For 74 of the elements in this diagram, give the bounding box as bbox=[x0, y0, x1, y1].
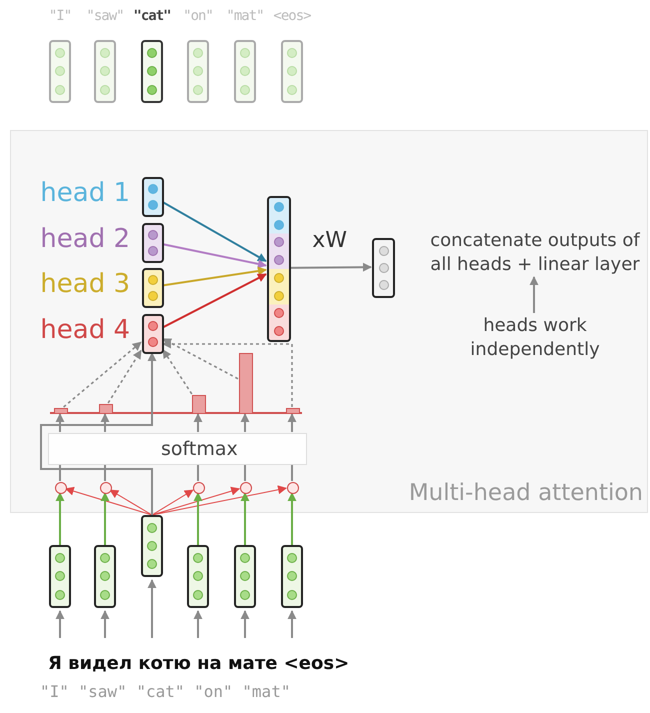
panel-title: Multi-head attention bbox=[408, 480, 643, 506]
connector-line bbox=[104, 464, 106, 481]
connector-line bbox=[197, 464, 199, 481]
arrow bbox=[240, 492, 250, 545]
attention-weight-bar bbox=[54, 408, 68, 414]
head-label: head 4 bbox=[40, 315, 130, 345]
word-label: "I" bbox=[48, 8, 72, 24]
arrow bbox=[288, 413, 296, 432]
source-sentence: Я видел котю на мате <eos> bbox=[48, 653, 350, 674]
arrow bbox=[40, 352, 156, 515]
word-label: "cat" bbox=[132, 8, 172, 24]
word-label: <eos> bbox=[272, 8, 312, 24]
word-label: "saw" bbox=[85, 8, 125, 24]
dotted-arrow bbox=[162, 349, 192, 394]
embedding-vector bbox=[94, 545, 116, 608]
attention-score-node bbox=[100, 482, 112, 494]
attention-weight-bar bbox=[239, 353, 253, 414]
attention-weight-bar bbox=[99, 404, 113, 414]
head-label: head 1 bbox=[40, 178, 130, 208]
arrow bbox=[162, 273, 267, 328]
translation-text: "I" "saw" "cat" "on" "mat" bbox=[40, 682, 290, 701]
connector-line bbox=[291, 464, 293, 481]
output-vector bbox=[372, 238, 395, 298]
softmax-box bbox=[48, 433, 307, 465]
attention-score-node bbox=[287, 482, 299, 494]
arrow bbox=[162, 201, 267, 262]
arrow bbox=[240, 610, 250, 638]
arrow bbox=[194, 492, 202, 545]
arrow bbox=[194, 610, 202, 638]
concatenated-vector bbox=[267, 196, 291, 342]
panel-background bbox=[10, 130, 648, 513]
attention-weight-bar bbox=[192, 395, 206, 414]
word-label: "mat" bbox=[225, 8, 265, 24]
embedding-vector bbox=[281, 545, 303, 608]
note-text: concatenate outputs of all heads + linear layer bbox=[429, 229, 641, 278]
arrow bbox=[100, 492, 110, 545]
arrow bbox=[109, 490, 152, 516]
arrow bbox=[64, 486, 152, 516]
embedding-vector bbox=[187, 545, 209, 608]
attention-score-node bbox=[55, 482, 67, 494]
dotted-arrow bbox=[63, 342, 142, 408]
arrow bbox=[152, 485, 287, 516]
arrow bbox=[100, 610, 110, 638]
dotted-arrow bbox=[107, 350, 142, 404]
embedding-vector bbox=[234, 545, 256, 608]
arrow bbox=[162, 266, 267, 286]
attention-score-node bbox=[240, 482, 252, 494]
arrow bbox=[288, 492, 296, 545]
arrow bbox=[530, 276, 538, 313]
arrow bbox=[288, 610, 296, 638]
softmax-label: softmax bbox=[161, 438, 238, 460]
arrow bbox=[56, 413, 64, 432]
arrow bbox=[100, 413, 110, 432]
embedding-vector bbox=[49, 545, 71, 608]
embedding-vector bbox=[141, 515, 163, 577]
attention-weight-bar bbox=[286, 408, 300, 414]
arrow bbox=[56, 610, 64, 638]
arrow bbox=[152, 490, 194, 516]
dotted-arrow bbox=[162, 340, 293, 407]
arrow bbox=[148, 579, 156, 638]
head-label: head 2 bbox=[40, 224, 130, 254]
word-label: "on" bbox=[182, 8, 214, 24]
arrow bbox=[152, 486, 240, 516]
attention-score-node bbox=[193, 482, 205, 494]
dotted-arrow bbox=[162, 338, 238, 380]
arrow bbox=[240, 413, 250, 432]
arrow bbox=[162, 243, 267, 268]
arrow bbox=[56, 492, 64, 545]
arrow bbox=[290, 262, 372, 272]
arrow bbox=[194, 413, 202, 432]
connector-line bbox=[59, 464, 61, 481]
note-text: heads work independently bbox=[469, 314, 601, 362]
connector-line bbox=[244, 464, 246, 481]
head-label: head 3 bbox=[40, 269, 130, 299]
